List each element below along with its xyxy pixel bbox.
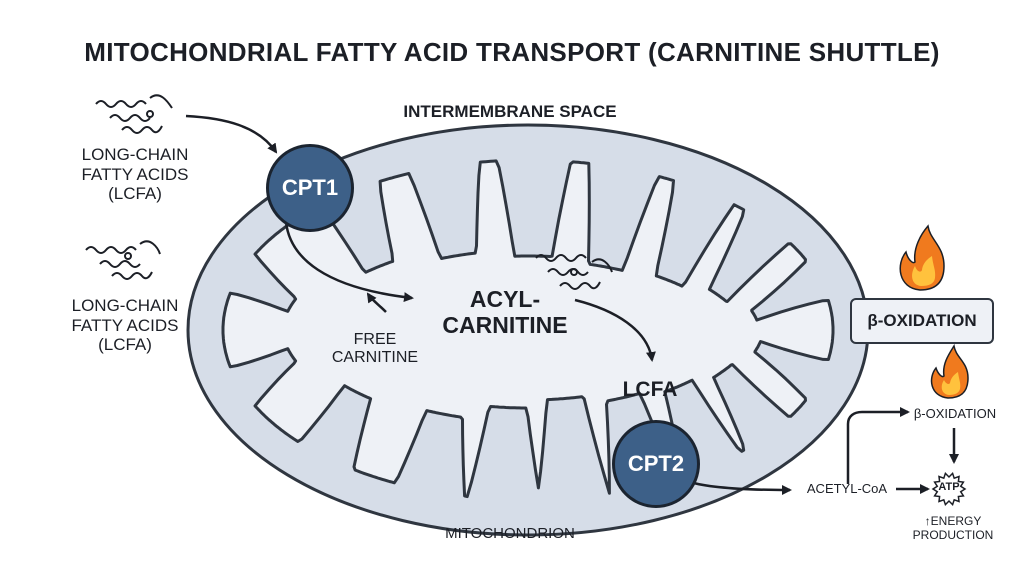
acyl-carnitine-label: ACYL- CARNITINE bbox=[442, 286, 568, 339]
arrow-icon bbox=[689, 480, 792, 495]
arrow-icon bbox=[366, 292, 387, 313]
beta-oxidation-box-label: β-OXIDATION bbox=[867, 311, 977, 330]
arrow-icon bbox=[574, 298, 656, 362]
energy-production-label: ↑ENERGY PRODUCTION bbox=[912, 514, 994, 542]
flame-icon bbox=[930, 343, 969, 399]
arrow-icon bbox=[284, 221, 414, 303]
atp-label: ATP bbox=[938, 481, 960, 493]
inner-membrane-cristae bbox=[221, 159, 835, 499]
beta-oxidation-box: β-OXIDATION bbox=[850, 298, 994, 344]
cpt1-label: CPT1 bbox=[281, 175, 339, 200]
arrow-icon bbox=[846, 407, 910, 484]
squiggle-molecule-icon bbox=[535, 254, 613, 290]
squiggle-molecule-icon bbox=[85, 240, 161, 280]
atp-starburst-icon bbox=[931, 472, 967, 506]
lcfa-label-middle: LONG-CHAIN FATTY ACIDS (LCFA) bbox=[71, 296, 179, 355]
cpt2-enzyme: CPT2 bbox=[612, 420, 700, 508]
cpt2-label: CPT2 bbox=[627, 451, 685, 476]
flame-icon bbox=[899, 224, 945, 291]
lcfa-matrix-label: LCFA bbox=[622, 378, 678, 401]
mitochondrion-label: MITOCHONDRION bbox=[445, 525, 575, 542]
squiggle-molecule-icon bbox=[95, 94, 173, 134]
beta-oxidation-small-label: β-OXIDATION bbox=[913, 406, 997, 421]
arrow-icon bbox=[185, 114, 278, 154]
free-carnitine-label: FREE CARNITINE bbox=[331, 331, 419, 367]
lcfa-label-top: LONG-CHAIN FATTY ACIDS (LCFA) bbox=[81, 145, 189, 204]
acetyl-coa-label: ACETYL-CoA bbox=[806, 481, 888, 496]
cpt1-enzyme: CPT1 bbox=[266, 144, 354, 232]
intermembrane-space-label: INTERMEMBRANE SPACE bbox=[403, 102, 617, 121]
page-title: MITOCHONDRIAL FATTY ACID TRANSPORT (CARN… bbox=[84, 37, 940, 67]
